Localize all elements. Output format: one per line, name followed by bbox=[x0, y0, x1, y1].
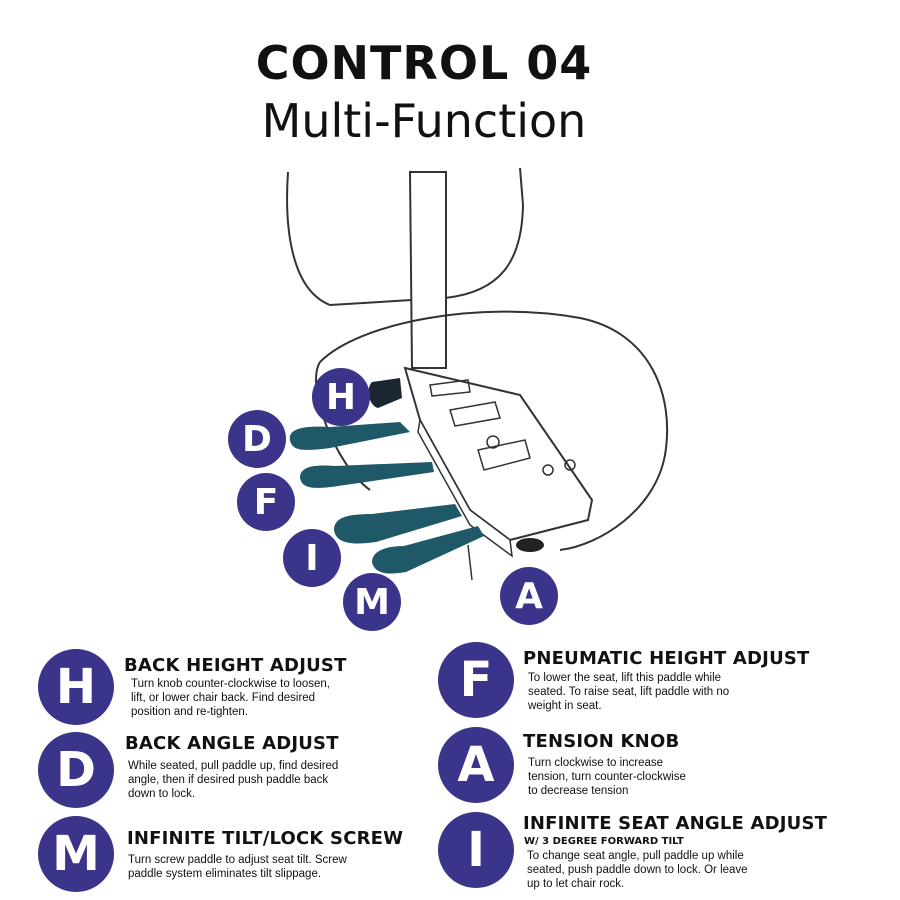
diagram-badge-d: D bbox=[228, 410, 286, 468]
mechanism-detail-2 bbox=[449, 401, 501, 427]
diagram-badge-m: M bbox=[343, 573, 401, 631]
legend-title-pneumatic: PNEUMATIC HEIGHT ADJUST bbox=[523, 648, 810, 669]
legend-badge-f: F bbox=[438, 642, 514, 718]
legend-desc-back-angle: While seated, pull paddle up, find desir… bbox=[128, 760, 339, 800]
legend-title-seat-angle: INFINITE SEAT ANGLE ADJUST bbox=[523, 813, 828, 834]
mechanism-detail-3 bbox=[477, 439, 531, 471]
legend-badge-h: H bbox=[38, 649, 114, 725]
legend-badge-i: I bbox=[438, 812, 514, 888]
legend-subtitle-seat-angle: W/ 3 DEGREE FORWARD TILT bbox=[524, 836, 684, 847]
diagram-badge-f: F bbox=[237, 473, 295, 531]
legend-badge-m: M bbox=[38, 816, 114, 892]
chair-back-outline bbox=[286, 167, 525, 307]
legend-title-back-angle: BACK ANGLE ADJUST bbox=[125, 733, 339, 754]
seat-angle-paddle bbox=[334, 504, 462, 544]
mechanism-bolt-2 bbox=[542, 464, 554, 476]
legend-desc-tilt-lock: Turn screw paddle to adjust seat tilt. S… bbox=[128, 854, 347, 880]
mechanism-bolt-1 bbox=[486, 435, 500, 449]
mechanism-bolt-3 bbox=[564, 459, 576, 471]
legend-desc-pneumatic: To lower the seat, lift this paddle whil… bbox=[528, 672, 730, 712]
diagram-badge-i: I bbox=[283, 529, 341, 587]
legend-badge-d: D bbox=[38, 732, 114, 808]
page-subtitle: Multi-Function bbox=[261, 94, 587, 148]
legend-badge-a: A bbox=[438, 727, 514, 803]
legend-title-tilt-lock: INFINITE TILT/LOCK SCREW bbox=[127, 828, 404, 849]
back-height-knob bbox=[368, 378, 402, 408]
back-upright-post bbox=[408, 171, 447, 369]
diagram-badge-a: A bbox=[500, 567, 558, 625]
legend-desc-seat-angle: To change seat angle, pull paddle up whi… bbox=[527, 850, 748, 890]
mechanism-side bbox=[417, 417, 513, 558]
legend-desc-back-height: Turn knob counter-clockwise to loosen,li… bbox=[131, 678, 331, 718]
mechanism-detail-1 bbox=[429, 379, 471, 397]
tension-knob-base bbox=[516, 538, 544, 552]
pneumatic-height-paddle bbox=[300, 462, 434, 488]
seat-edge-line bbox=[467, 544, 473, 581]
back-angle-paddle bbox=[289, 422, 410, 450]
legend-title-tension: TENSION KNOB bbox=[523, 731, 680, 752]
tilt-lock-screw-paddle bbox=[372, 526, 484, 574]
legend-title-back-height: BACK HEIGHT ADJUST bbox=[124, 655, 347, 676]
diagram-badge-h: H bbox=[312, 368, 370, 426]
page-title: CONTROL 04 bbox=[255, 36, 593, 90]
